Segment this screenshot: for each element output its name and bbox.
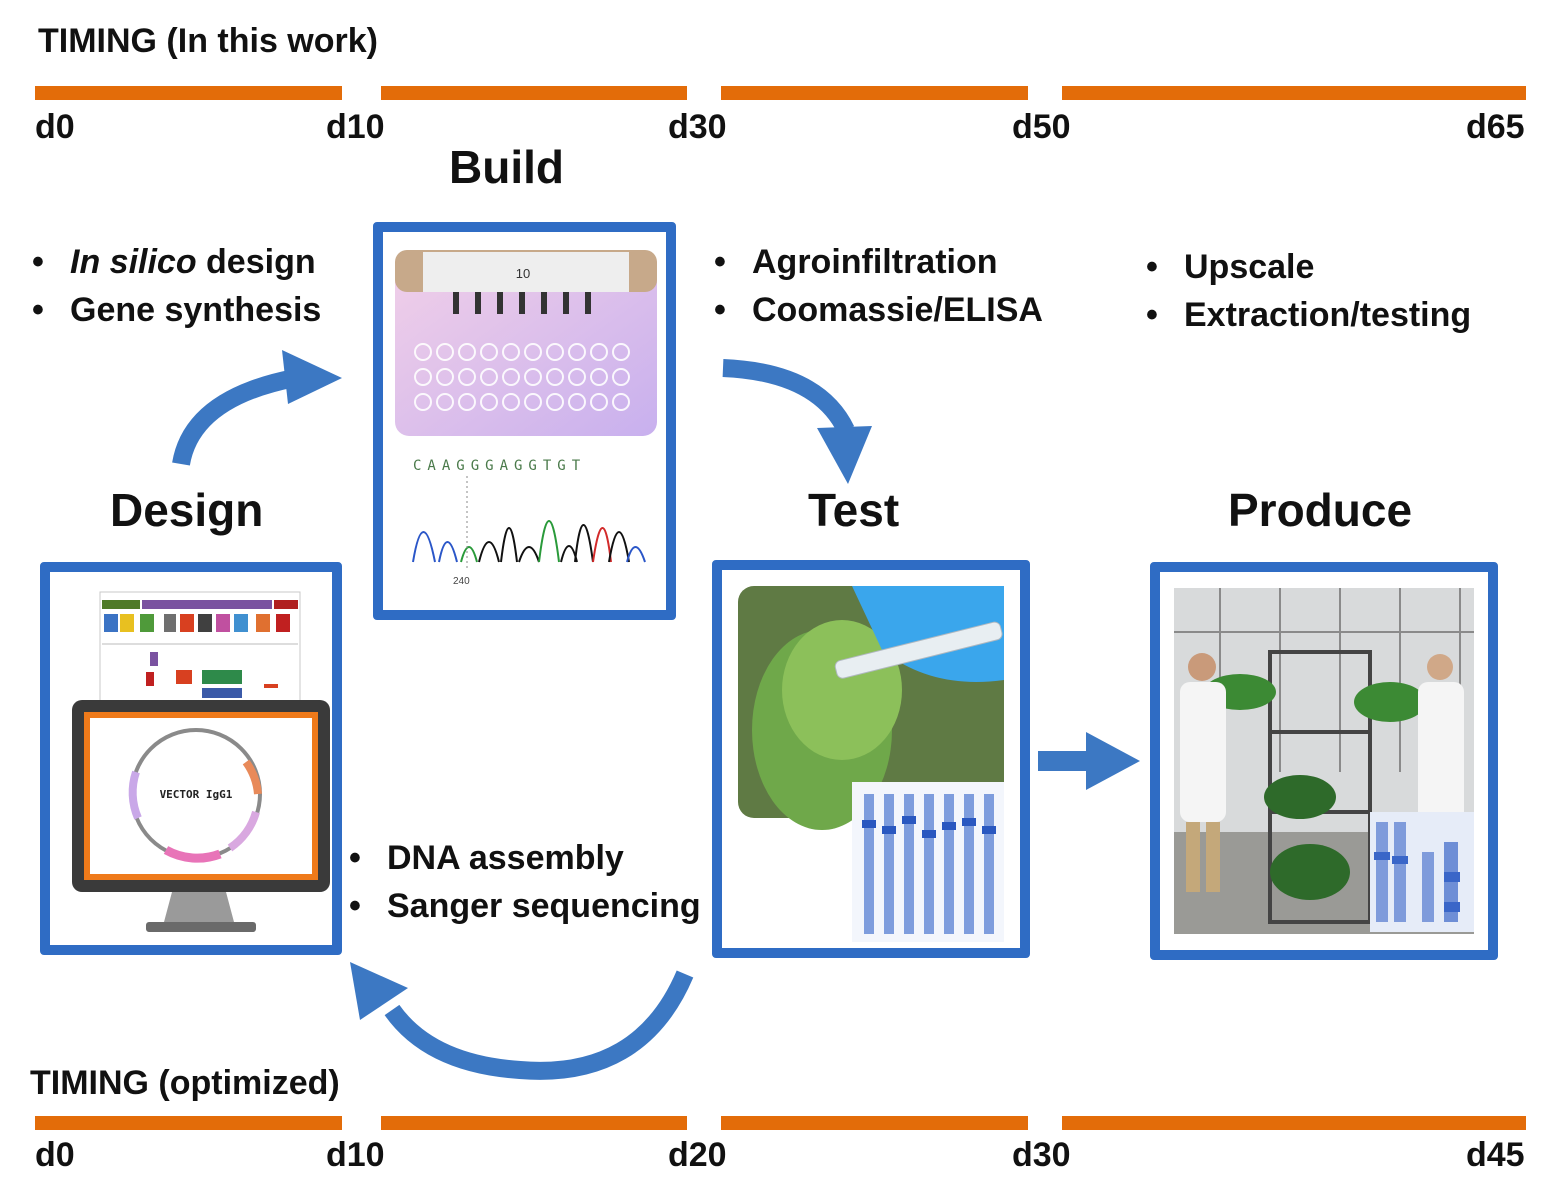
- test-bullet: •Coomassie/ELISA: [714, 291, 1043, 329]
- produce-bullets: •Upscale •Extraction/testing: [1144, 243, 1471, 339]
- sequence-letters: CAAGGGAGGTGT: [413, 458, 586, 474]
- build-title: Build: [449, 141, 564, 193]
- timeline-bottom-tick: d10: [326, 1136, 385, 1174]
- produce-bullet: •Upscale: [1146, 248, 1315, 286]
- timeline-top-bar-3: [721, 86, 1028, 100]
- timeline-bottom-bar-2: [381, 1116, 687, 1130]
- timeline-bottom-tick: d20: [668, 1136, 727, 1174]
- timeline-top-tick: d50: [1012, 108, 1071, 146]
- arrow-test-to-design-icon: [384, 970, 694, 1080]
- pipette-plate-chromatogram-icon: 10 CAAGGGAGGTGT: [395, 250, 657, 587]
- pipette-label: 10: [516, 266, 530, 281]
- test-bullets: •Agroinfiltration •Coomassie/ELISA: [712, 238, 1043, 334]
- design-bullet: •In silico design: [32, 243, 316, 281]
- timeline-top-bar-2: [381, 86, 687, 100]
- timeline-bottom-tick: d45: [1466, 1136, 1525, 1174]
- arrow-design-to-build-icon: [172, 369, 297, 466]
- timing-bottom-title: TIMING (optimized): [30, 1064, 340, 1102]
- timeline-bottom-bar-1: [35, 1116, 342, 1130]
- test-bullet: •Agroinfiltration: [714, 243, 998, 281]
- produce-image-frame: [1150, 562, 1498, 960]
- timeline-bottom-bar-3: [721, 1116, 1028, 1130]
- test-image-frame: [712, 560, 1030, 958]
- arrow-build-to-test-icon: [722, 359, 855, 435]
- test-title: Test: [808, 484, 900, 536]
- plasmid-vector-monitor-icon: VECTOR IgG1: [72, 591, 330, 932]
- design-title: Design: [110, 484, 264, 536]
- timing-top-title: TIMING (In this work): [38, 22, 378, 60]
- build-image-frame: 10 CAAGGGAGGTGT: [373, 222, 676, 620]
- arrow-design-to-build-head-icon: [282, 350, 342, 404]
- timeline-bottom-bar-4: [1062, 1116, 1526, 1130]
- timeline-top-tick: d30: [668, 108, 727, 146]
- build-bullets: •DNA assembly •Sanger sequencing: [347, 834, 701, 930]
- vector-label: VECTOR IgG1: [160, 788, 233, 801]
- design-bullet: •Gene synthesis: [32, 291, 322, 329]
- trace-tick: 240: [453, 576, 470, 587]
- timeline-top-tick: d10: [326, 108, 385, 146]
- produce-bullet: •Extraction/testing: [1146, 296, 1472, 334]
- arrow-build-to-test-head-icon: [817, 426, 872, 484]
- timeline-top-tick: d65: [1466, 108, 1525, 146]
- produce-title: Produce: [1228, 484, 1413, 536]
- timeline-top-bar-1: [35, 86, 342, 100]
- greenhouse-workers-gel-icon: [1174, 588, 1474, 934]
- arrow-test-to-produce-head-icon: [1086, 732, 1140, 790]
- design-bullets: •In silico design •Gene synthesis: [30, 238, 321, 334]
- timeline-top-tick: d0: [35, 108, 75, 146]
- timeline-top-bar-4: [1062, 86, 1526, 100]
- arrow-test-to-design-head-icon: [350, 962, 408, 1020]
- design-image-frame: VECTOR IgG1: [40, 562, 342, 955]
- build-bullet: •DNA assembly: [349, 839, 624, 877]
- timeline-bottom-tick: d30: [1012, 1136, 1071, 1174]
- timeline-bottom-tick: d0: [35, 1136, 75, 1174]
- arrow-test-to-produce-shaft-icon: [1038, 751, 1088, 771]
- build-bullet: •Sanger sequencing: [349, 887, 701, 925]
- leaf-syringe-gel-icon: [738, 586, 1004, 942]
